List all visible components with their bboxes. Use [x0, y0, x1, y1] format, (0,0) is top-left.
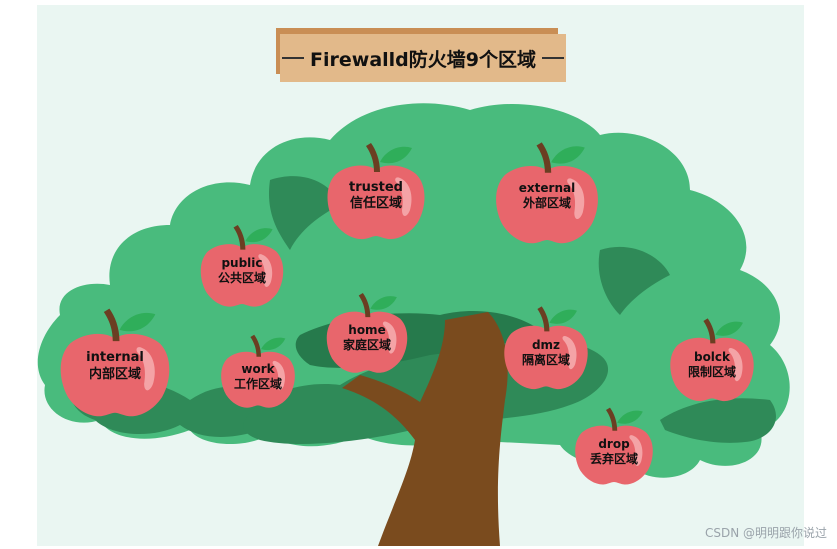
- apple-home: [326, 293, 408, 373]
- apple-public-name-zh: 公共区域: [217, 271, 267, 286]
- apple-dmz-highlight: [562, 335, 577, 370]
- apple-public-stem: [233, 224, 246, 250]
- apple-bolck-highlight: [728, 347, 743, 382]
- apple-internal: [60, 308, 170, 417]
- apple-bolck-name-en: bolck: [693, 349, 731, 364]
- apple-dmz: [504, 306, 588, 390]
- apple-public-leaf-icon: [245, 228, 273, 243]
- apple-dmz-leaf-icon: [549, 309, 577, 324]
- page-title: Firewalld防火墙9个区域: [310, 48, 536, 71]
- apple-work: [221, 334, 295, 408]
- apple-internal-highlight: [136, 347, 155, 391]
- apple-work-name-zh: 工作区域: [233, 377, 283, 392]
- title-dash-left: [282, 57, 304, 59]
- apple-home-name-en: home: [348, 323, 386, 338]
- tree-trunk: [342, 312, 508, 546]
- apple-bolck: [670, 318, 754, 402]
- apple-drop-name-en: drop: [598, 436, 630, 451]
- apple-bolck-leaf-icon: [715, 321, 743, 336]
- apple-home-highlight: [382, 321, 397, 354]
- title-dash-right: [542, 57, 564, 59]
- apple-external-name-en: external: [518, 181, 576, 196]
- apple-public-highlight: [258, 254, 273, 287]
- apple-public: [200, 224, 284, 307]
- watermark: CSDN @明明跟你说过: [704, 526, 827, 540]
- foliage-shadow-mid: [598, 246, 670, 315]
- apple-external-stem: [536, 142, 552, 173]
- apple-drop-highlight: [629, 435, 643, 466]
- apple-trusted-highlight: [395, 177, 412, 216]
- apple-trusted-name-en: trusted: [349, 180, 403, 195]
- apple-home-leaf-icon: [370, 296, 397, 310]
- apple-work-stem: [250, 334, 262, 357]
- apple-external-leaf-icon: [551, 146, 585, 164]
- apple-home-stem: [358, 293, 371, 318]
- apple-trusted-stem: [366, 143, 380, 172]
- apple-drop-name-zh: 丢弃区域: [589, 451, 639, 466]
- apple-external: [496, 142, 598, 244]
- apple-trusted-leaf-icon: [380, 146, 412, 164]
- apple-drop-stem: [606, 407, 618, 431]
- apple-drop: [575, 407, 653, 485]
- apple-trusted-name-zh: 信任区域: [349, 196, 402, 212]
- apple-dmz-stem: [537, 306, 550, 332]
- apple-internal-stem: [103, 308, 120, 342]
- title-card-front: Firewalld防火墙9个区域: [280, 34, 566, 82]
- apple-internal-name-zh: 内部区域: [88, 366, 142, 382]
- apple-internal-name-en: internal: [86, 350, 144, 366]
- apple-work-name-en: work: [241, 362, 275, 377]
- apple-work-leaf-icon: [261, 337, 286, 351]
- apple-internal-leaf-icon: [119, 312, 156, 332]
- apple-external-highlight: [567, 178, 585, 219]
- apple-bolck-stem: [703, 318, 716, 344]
- apple-trusted: [327, 143, 425, 240]
- apple-bolck-name-zh: 限制区域: [687, 364, 737, 379]
- foliage-shadow-right: [660, 398, 776, 443]
- foliage-shadow-upper: [269, 176, 340, 250]
- apple-drop-leaf-icon: [617, 410, 643, 424]
- apple-home-name-zh: 家庭区域: [342, 338, 392, 353]
- apple-public-name-en: public: [221, 256, 263, 271]
- title-card: Firewalld防火墙9个区域: [276, 28, 566, 82]
- apple-dmz-name-en: dmz: [531, 337, 561, 352]
- apple-external-name-zh: 外部区域: [522, 196, 571, 211]
- apple-work-highlight: [272, 360, 286, 391]
- apple-dmz-name-zh: 隔离区域: [521, 352, 571, 367]
